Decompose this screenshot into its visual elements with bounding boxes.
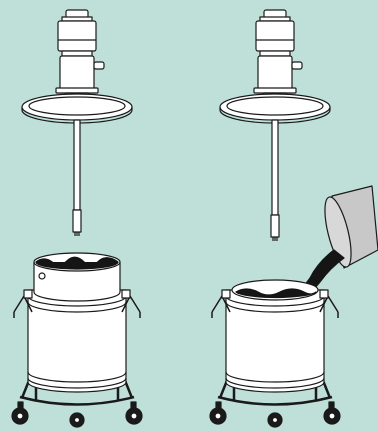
left-mixer-motor <box>56 10 104 93</box>
left-panel <box>12 10 142 427</box>
right-mixer-lid <box>220 93 330 123</box>
left-drum <box>12 253 142 427</box>
right-mixer-shaft <box>271 120 279 241</box>
right-mixer-motor <box>254 10 302 93</box>
right-drum <box>210 280 340 427</box>
right-panel <box>210 10 378 427</box>
left-mixer-shaft <box>73 120 81 236</box>
left-mixer-lid <box>22 93 132 123</box>
